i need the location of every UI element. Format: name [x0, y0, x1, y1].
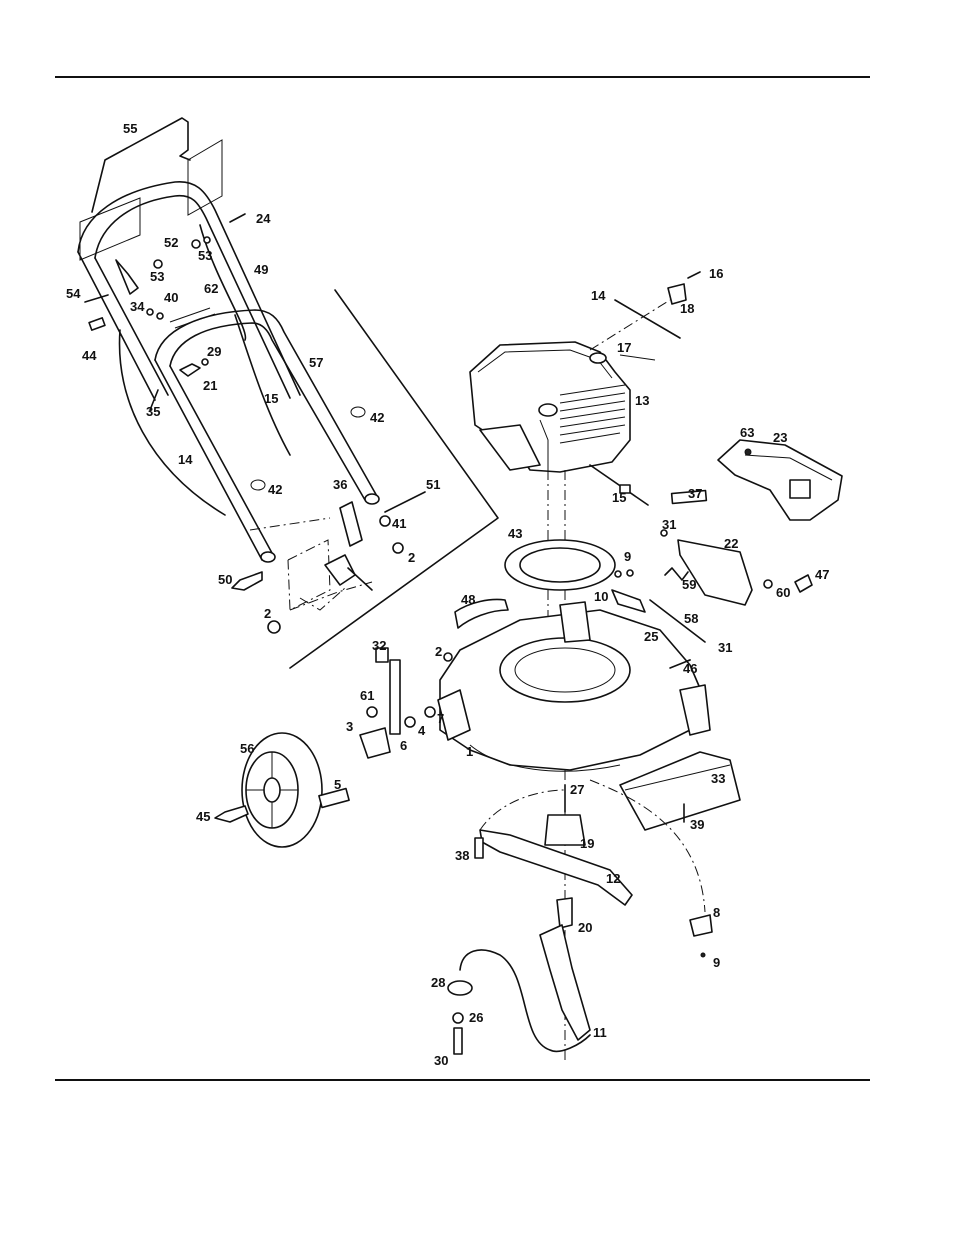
label-14a: 14 [178, 452, 193, 467]
label-9a: 9 [624, 549, 631, 564]
fuel-cap [539, 404, 557, 416]
label-15b: 15 [612, 490, 626, 505]
label-61: 61 [360, 688, 374, 703]
label-22: 22 [724, 536, 738, 551]
blade-11 [540, 925, 590, 1040]
label-39: 39 [690, 817, 704, 832]
label-63: 63 [740, 425, 754, 440]
label-49: 49 [254, 262, 268, 277]
label-50: 50 [218, 572, 232, 587]
label-7: 7 [437, 711, 444, 726]
discharge-flap [620, 752, 740, 830]
label-2a: 2 [408, 550, 415, 565]
label-29: 29 [207, 344, 221, 359]
label-3: 3 [346, 719, 353, 734]
label-33: 33 [711, 771, 725, 786]
label-31a: 31 [662, 517, 676, 532]
blade-adapter [545, 815, 585, 845]
label-17: 17 [617, 340, 631, 355]
label-11: 11 [593, 1025, 607, 1040]
label-20: 20 [578, 920, 592, 935]
engine-gasket [505, 540, 615, 590]
label-36: 36 [333, 477, 347, 492]
label-54: 54 [66, 286, 81, 301]
label-42b: 42 [268, 482, 282, 497]
label-13: 13 [635, 393, 649, 408]
label-8: 8 [713, 905, 720, 920]
label-45: 45 [196, 809, 210, 824]
label-28: 28 [431, 975, 445, 990]
label-51: 51 [426, 477, 440, 492]
label-6: 6 [400, 738, 407, 753]
label-60: 60 [776, 585, 790, 600]
label-42a: 42 [370, 410, 384, 425]
cable-15 [235, 315, 290, 455]
label-24: 24 [256, 211, 271, 226]
label-2b: 2 [264, 606, 271, 621]
label-15a: 15 [264, 391, 278, 406]
label-4: 4 [418, 723, 426, 738]
label-56: 56 [240, 741, 254, 756]
label-12: 12 [606, 871, 620, 886]
label-9b: 9 [713, 955, 720, 970]
label-14b: 14 [591, 288, 606, 303]
label-53b: 53 [150, 269, 164, 284]
label-48: 48 [461, 592, 475, 607]
label-16: 16 [709, 266, 723, 281]
label-25: 25 [644, 629, 658, 644]
control-bail [92, 118, 190, 212]
handle-bracket [340, 502, 362, 546]
label-41: 41 [392, 516, 406, 531]
label-46: 46 [683, 661, 697, 676]
label-37: 37 [688, 486, 702, 501]
label-27: 27 [570, 782, 584, 797]
label-55: 55 [123, 121, 137, 136]
label-53a: 53 [198, 248, 212, 263]
rear-bracket-23 [718, 440, 842, 520]
label-23: 23 [773, 430, 787, 445]
label-62: 62 [204, 281, 218, 296]
mower-deck [438, 602, 710, 771]
label-58: 58 [684, 611, 698, 626]
label-34: 34 [130, 299, 145, 314]
label-59: 59 [682, 577, 696, 592]
label-35: 35 [146, 404, 160, 419]
label-44: 44 [82, 348, 97, 363]
label-1: 1 [466, 744, 473, 759]
label-40: 40 [164, 290, 178, 305]
label-26: 26 [469, 1010, 483, 1025]
label-5: 5 [334, 777, 341, 792]
label-52: 52 [164, 235, 178, 250]
label-30: 30 [434, 1053, 448, 1068]
label-43: 43 [508, 526, 522, 541]
label-57: 57 [309, 355, 323, 370]
label-31b: 31 [718, 640, 732, 655]
label-10: 10 [594, 589, 608, 604]
label-38: 38 [455, 848, 469, 863]
label-18: 18 [680, 301, 694, 316]
label-2c: 2 [435, 644, 442, 659]
label-21: 21 [203, 378, 217, 393]
label-47: 47 [815, 567, 829, 582]
label-19: 19 [580, 836, 594, 851]
label-32: 32 [372, 638, 386, 653]
handle-assembly [78, 118, 498, 668]
